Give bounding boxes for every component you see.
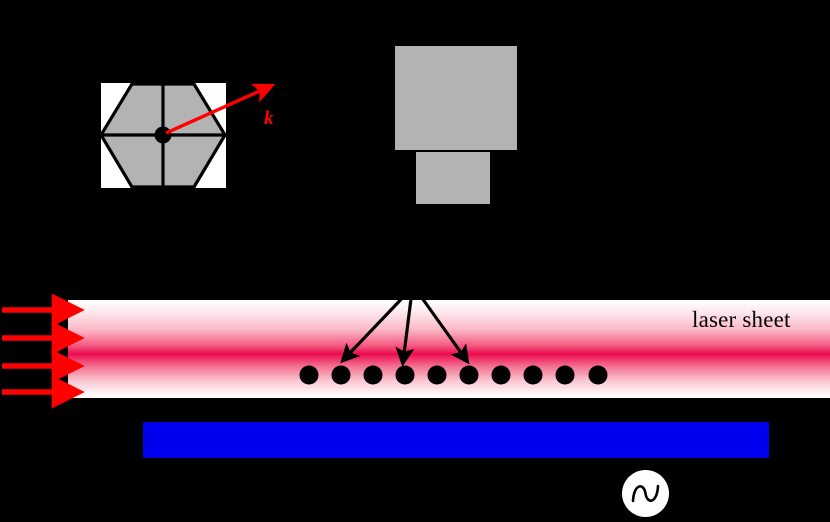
seeded-particle (395, 365, 415, 385)
seeded-particle (427, 365, 447, 385)
laser-sheet (68, 300, 830, 398)
seeded-particle (363, 365, 383, 385)
seeded-particle (491, 365, 511, 385)
seeded-particle (588, 365, 608, 385)
wave-vector-label: k (264, 108, 274, 129)
seeded-particle (523, 365, 543, 385)
seeded-particle (459, 365, 479, 385)
ac-source-symbol (622, 470, 669, 517)
camera-view-arrow (340, 289, 411, 364)
camera-view-arrow (395, 290, 415, 367)
transducer-bar (143, 422, 769, 458)
camera-body (394, 45, 518, 151)
laser-sheet-label: laser sheet (692, 307, 791, 332)
hexagon-center-dot (154, 126, 172, 144)
seeded-particle-group (299, 365, 608, 385)
camera-view-arrows (340, 289, 470, 367)
laser-beam-arrows (2, 293, 85, 409)
camera-view-arrow (415, 290, 470, 365)
hexagonal-transducer (99, 82, 227, 189)
seeded-particle (555, 365, 575, 385)
wave-vector-arrow (165, 83, 276, 135)
seeded-particle (331, 365, 351, 385)
seeded-particle (299, 365, 319, 385)
sine-wave-icon (631, 484, 660, 503)
camera-lens (415, 151, 491, 205)
